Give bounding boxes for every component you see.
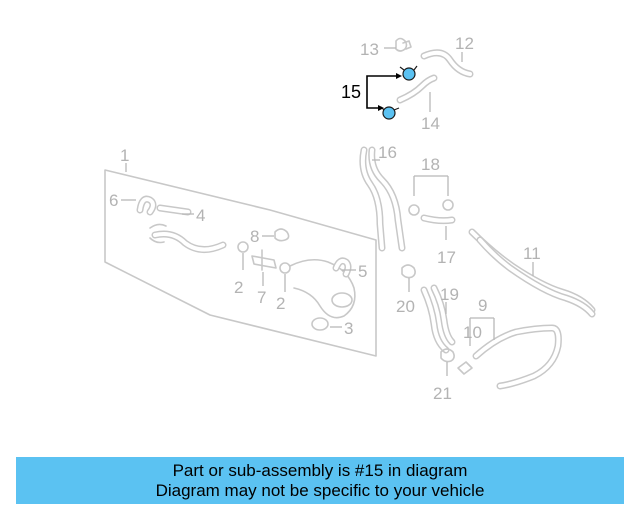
assembly-1-outline <box>104 169 377 357</box>
part-15-clamp-upper <box>399 65 418 81</box>
part-7-joint <box>251 249 277 271</box>
callout-2-right: 2 <box>276 294 285 313</box>
part-6-hose <box>136 195 157 216</box>
callout-9: 9 <box>478 296 487 315</box>
part-10-sensor <box>457 361 473 375</box>
callout-15: 15 <box>341 82 361 102</box>
callout-6: 6 <box>109 191 118 210</box>
part-5-hose <box>332 257 352 278</box>
callout-21: 21 <box>433 384 452 403</box>
parts-diagram: 13 12 14 15 1 6 4 <box>104 34 596 403</box>
leader-15 <box>366 75 400 109</box>
callout-11: 11 <box>523 244 541 263</box>
callout-8: 8 <box>250 227 259 246</box>
callout-20: 20 <box>396 297 415 316</box>
info-banner: Part or sub-assembly is #15 in diagram D… <box>16 457 624 504</box>
part-21-clamp <box>440 348 455 363</box>
part-14-hose <box>396 74 438 104</box>
callout-16: 16 <box>378 143 397 162</box>
callout-4: 4 <box>196 206 205 225</box>
part-20-clamp <box>401 264 416 279</box>
part-3-seal <box>311 317 329 331</box>
callout-7: 7 <box>257 288 266 307</box>
part-8-clamp <box>274 228 290 242</box>
part-18-clamp-left <box>408 204 420 216</box>
callout-3: 3 <box>344 319 353 338</box>
part-17-hose <box>420 214 456 225</box>
part-16-pipe <box>359 146 406 252</box>
callout-17: 17 <box>437 248 456 267</box>
part-18-clamp-right <box>442 199 454 211</box>
part-10-pipe <box>472 324 562 390</box>
part-15-clamp-lower <box>380 106 400 120</box>
callout-14: 14 <box>421 114 440 133</box>
banner-line-2: Diagram may not be specific to your vehi… <box>155 480 485 500</box>
arrow-15-lower <box>378 105 384 111</box>
callout-12: 12 <box>455 34 474 53</box>
banner-line-1: Part or sub-assembly is #15 in diagram <box>172 460 468 480</box>
part-2-clamp-right <box>279 262 291 274</box>
arrow-15-upper <box>396 73 402 79</box>
part-2-clamp-left <box>237 241 249 253</box>
callout-2-left: 2 <box>234 278 243 297</box>
part-12-hose <box>420 49 474 78</box>
part-13-clamp <box>395 37 412 52</box>
callout-5: 5 <box>358 262 367 281</box>
part-4-pipe <box>156 204 192 216</box>
leader-9-10 <box>469 317 495 346</box>
part-main-hose <box>149 223 227 253</box>
callout-1: 1 <box>120 146 129 165</box>
callout-19: 19 <box>440 285 459 304</box>
callout-18: 18 <box>421 155 440 174</box>
part-11-pipe <box>468 228 596 318</box>
part-19-pipe <box>420 284 456 354</box>
callout-13: 13 <box>360 40 379 59</box>
part-filler-neck <box>289 258 356 319</box>
leader-18 <box>413 175 449 196</box>
callout-10: 10 <box>463 323 482 342</box>
